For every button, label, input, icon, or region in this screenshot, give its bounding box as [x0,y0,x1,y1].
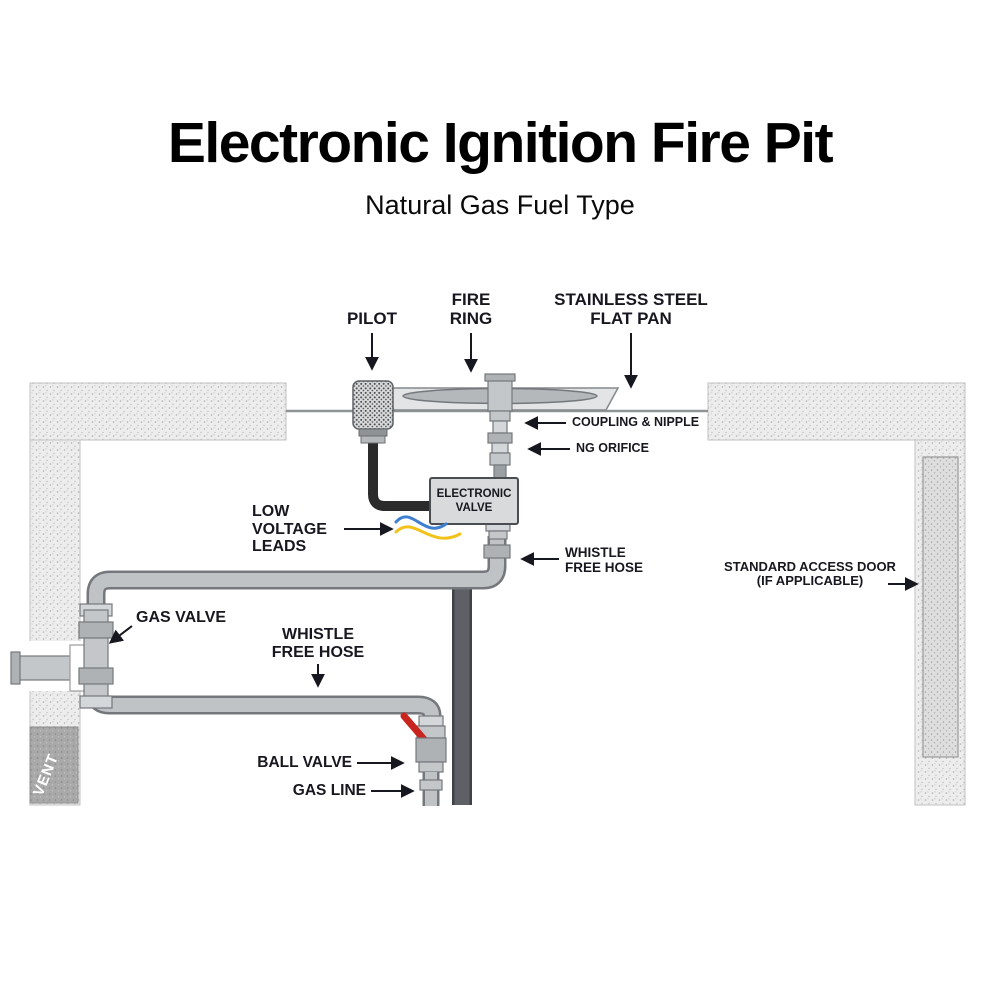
label-low-voltage-leads: LOW VOLTAGE LEADS [252,503,327,556]
gas-valve-assembly [78,603,114,709]
coupling-fitting [489,410,511,422]
ball-valve-bottom-nut [418,761,444,773]
label-coupling-nipple: COUPLING & NIPPLE [572,415,700,429]
label-standard-access-door: STANDARD ACCESS DOOR (IF APPLICABLE) [718,559,902,589]
right-wall-top [707,382,966,441]
label-flat-pan-line2: FLAT PAN [590,308,672,328]
whistle-free-hose-lower-pipe [86,693,442,726]
wire-blue [394,515,448,530]
label-whistle-free-hose-lower: WHISTLE FREE HOSE [258,626,378,661]
upper-hose-body [89,536,504,608]
enclosure-walls: VENT [29,382,966,806]
low-voltage-wires [394,515,462,540]
ring-hub [487,377,513,412]
gas-supply-stub-cap [10,651,21,685]
orifice-nut [489,452,511,466]
access-door-panel [922,456,959,758]
label-whistle-lower-line1: WHISTLE [282,626,354,643]
gas-valve-arrow [108,625,133,644]
wall-gas-penetration [10,641,91,692]
pilot-hose [368,440,432,511]
label-whistle-lower-line2: FREE HOSE [271,643,365,661]
gas-valve-bottom-nut [78,667,114,685]
left-wall-top [29,382,287,441]
label-flat-pan: STAINLESS STEEL FLAT PAN [541,290,721,328]
whistle-hose-nut [483,544,511,559]
label-fire-ring: FIRE RING [431,290,511,328]
page-subtitle: Natural Gas Fuel Type [365,190,635,220]
valve-inlet-stub [493,464,507,480]
electronic-valve-label-line1: ELECTRONIC [437,488,512,500]
pilot-burner [352,380,394,430]
pan-assembly [380,373,620,412]
wire-yellow [394,525,462,540]
label-ng-orifice: NG ORIFICE [576,441,649,455]
coupling-nut [487,432,513,444]
vent-panel [29,726,79,804]
pilot-assembly [352,380,432,511]
callout-arrows [108,333,919,798]
pilot-collar-2 [360,435,386,444]
label-low-voltage-line3: LEADS [252,538,307,556]
whistle-free-hose-upper-pipe [86,521,511,608]
label-fire-ring-line2: RING [449,308,493,328]
ball-valve-body [415,737,447,763]
electronic-valve-box: ELECTRONIC VALVE [429,477,519,525]
lower-hose-body [89,693,439,723]
electronic-valve-label-line2: VALVE [456,502,493,514]
ring-hub-cap [484,373,516,382]
label-flat-pan-line1: STAINLESS STEEL [554,290,708,309]
nipple-fitting [492,420,508,434]
label-whistle-upper-line1: WHISTLE [565,545,626,560]
label-low-voltage-line1: LOW [252,503,290,520]
ball-valve-assembly [400,712,447,806]
label-pilot: PILOT [346,309,398,328]
label-ball-valve: BALL VALVE [257,754,352,771]
ng-orifice-fitting [491,442,509,454]
label-low-voltage-line2: VOLTAGE [252,520,327,538]
gas-line-coupling [419,779,443,791]
label-fire-ring-line1: FIRE [451,290,491,309]
label-gas-valve: GAS VALVE [136,609,227,626]
label-access-door-line2: (IF APPLICABLE) [756,573,864,589]
ball-valve-top-fitting [418,715,444,727]
pilot-collar-1 [358,428,388,437]
under-pan-fittings [487,410,513,480]
gas-valve-top-nut [78,621,114,639]
label-access-door-line1: STANDARD ACCESS DOOR [724,559,896,574]
page-title: Electronic Ignition Fire Pit [167,111,834,175]
label-gas-line: GAS LINE [292,782,366,799]
gas-valve-bottom-fitting [79,695,113,709]
valve-outlet-nut [488,530,508,540]
label-whistle-free-hose-upper: WHISTLE FREE HOSE [565,545,644,576]
electronic-valve-body [429,477,519,525]
label-whistle-upper-line2: FREE HOSE [565,559,644,575]
